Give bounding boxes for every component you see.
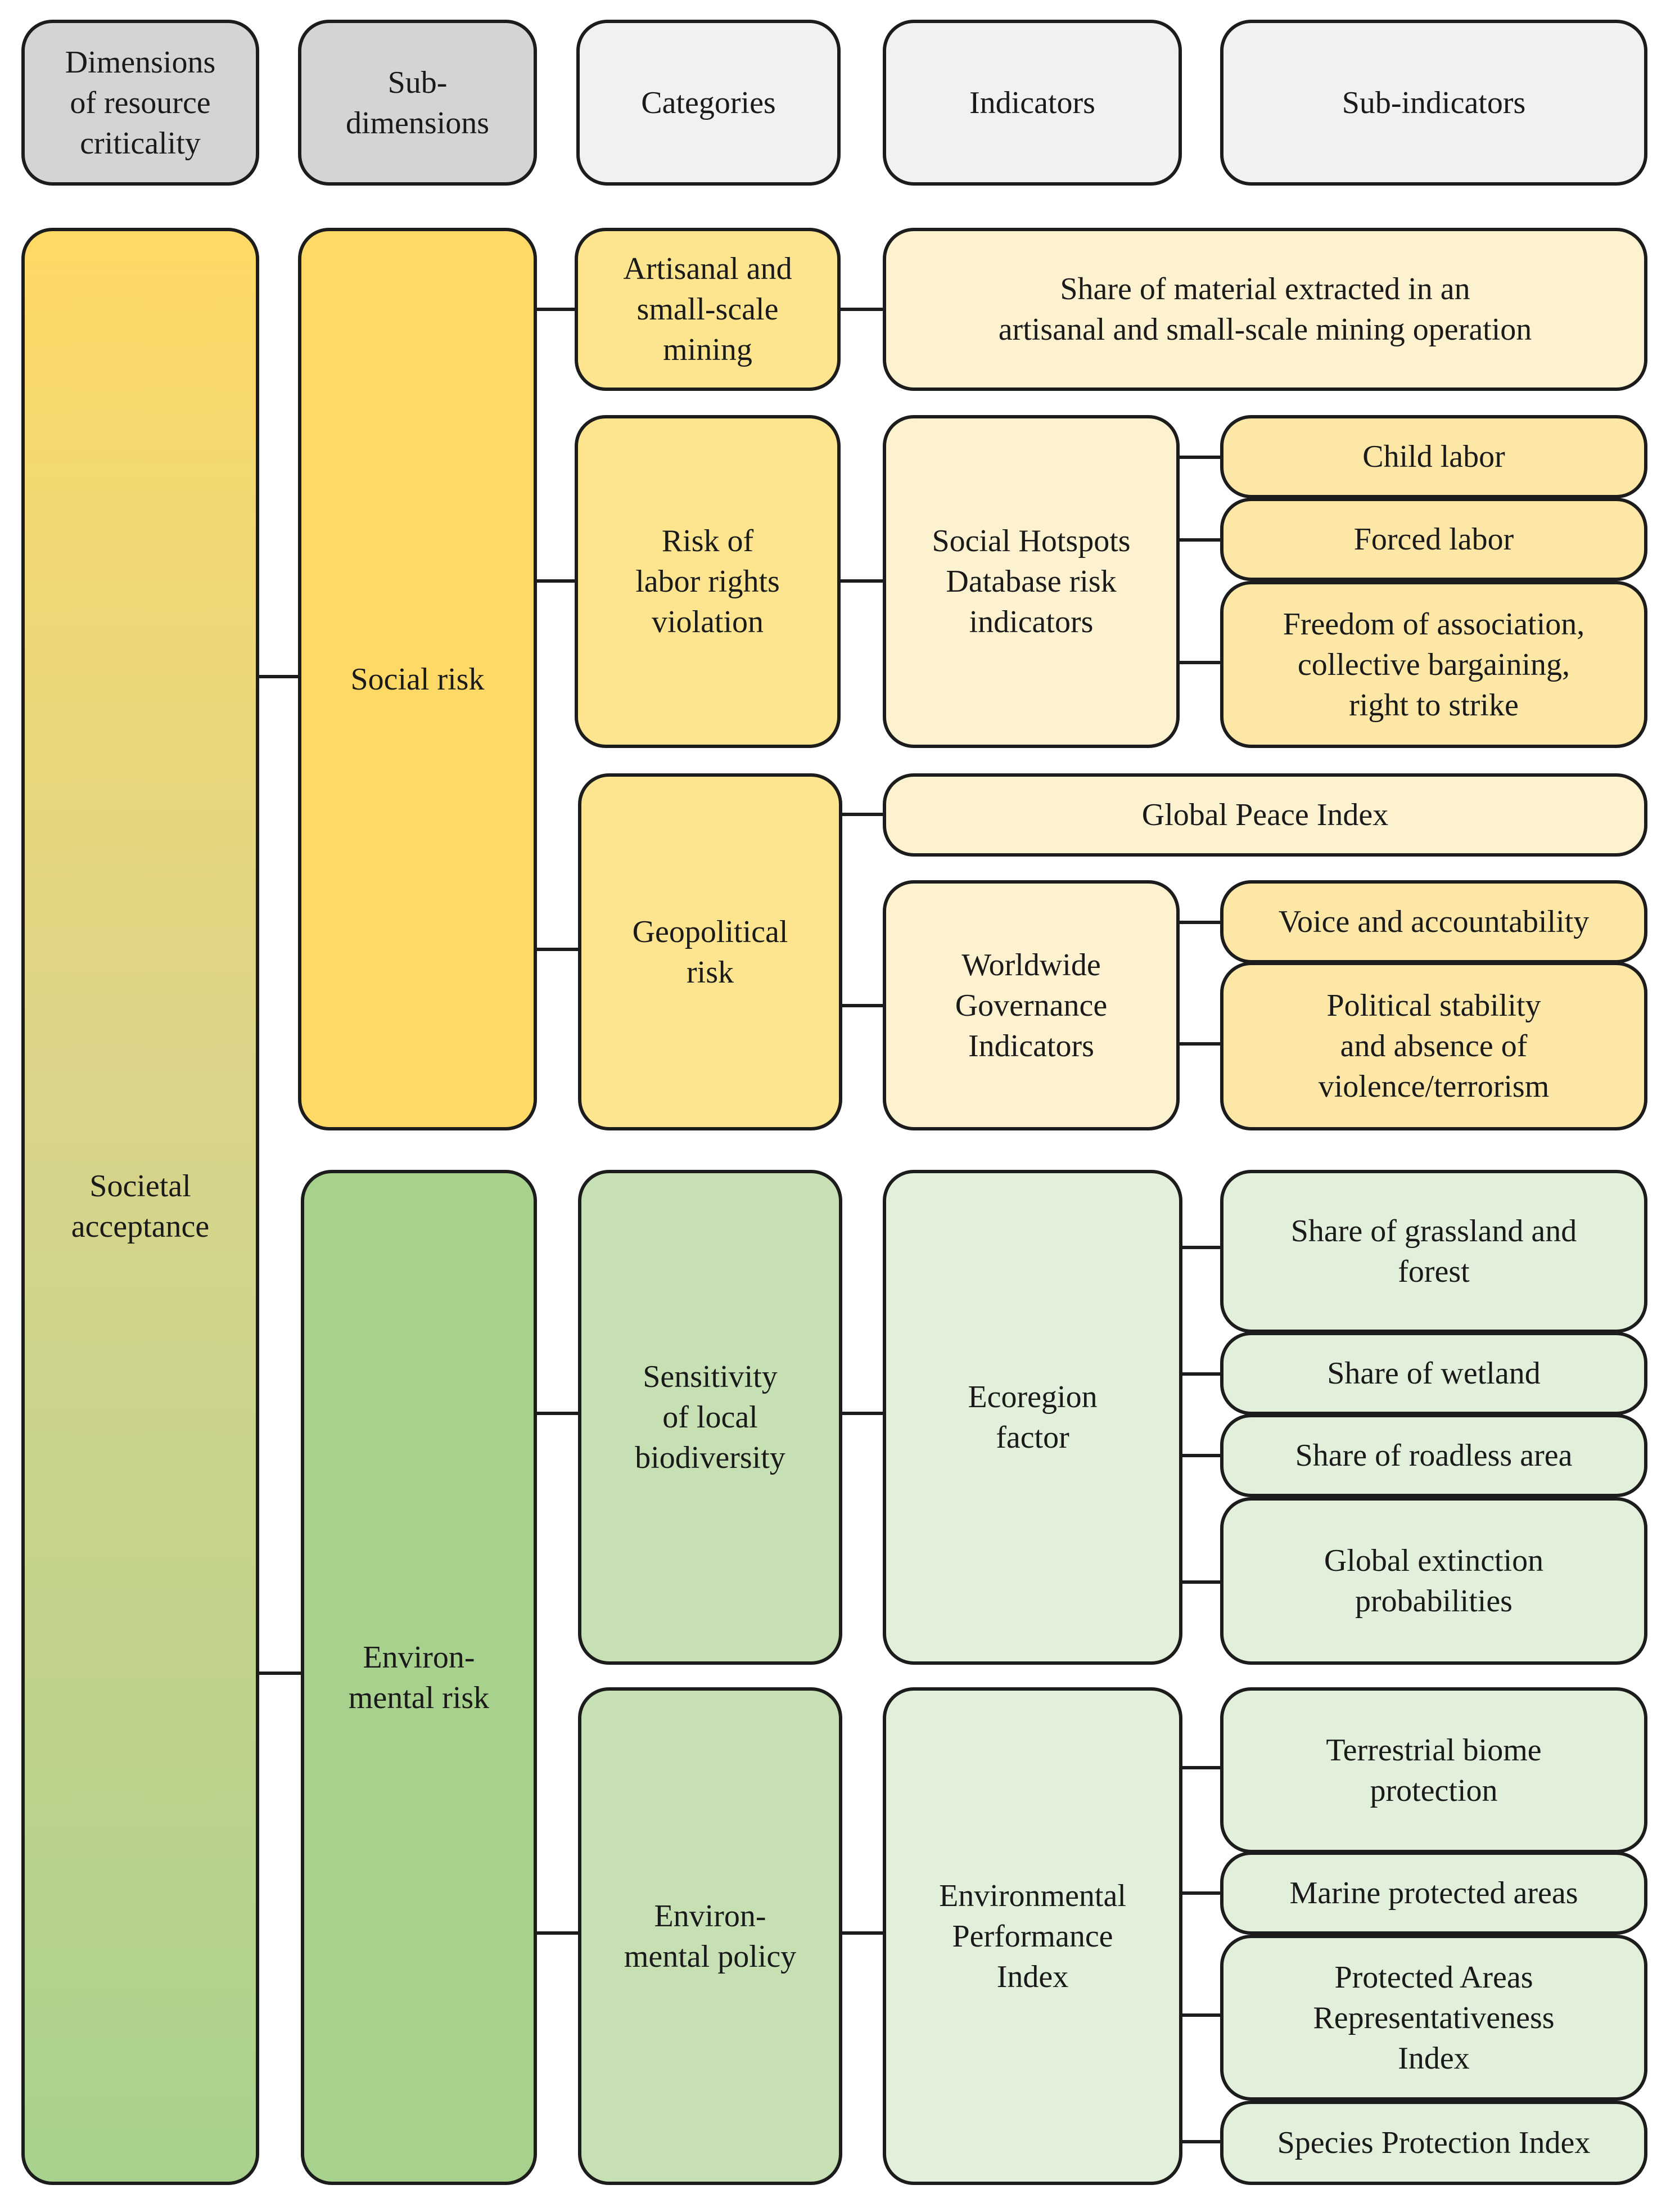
connector-line [1181,1891,1223,1895]
subindicator-political-stability: Political stability and absence of viole… [1220,962,1647,1130]
subindicator-voice-accountability: Voice and accountability [1220,880,1647,963]
connector-line [534,948,578,951]
subdimension-environmental-risk: Environ- mental risk [301,1170,537,2185]
connector-line [838,308,883,311]
subindicator-roadless-area: Share of roadless area [1220,1414,1647,1497]
connector-line [1181,2013,1223,2017]
subindicator-terrestrial-biome: Terrestrial biome protection [1220,1687,1647,1853]
indicator-ecoregion-factor: Ecoregion factor [883,1170,1182,1665]
header-sub-indicators: Sub-indicators [1220,20,1647,186]
connector-line [534,1931,578,1935]
connector-line [534,1412,578,1415]
connector-line [841,1931,883,1935]
connector-line [1178,538,1223,542]
connector-line [1181,1580,1223,1584]
indicator-environmental-performance-index: Environmental Performance Index [883,1687,1182,2185]
connector-line [1178,921,1223,924]
connector-line [1181,1372,1223,1376]
connector-line [1178,661,1223,664]
connector-line [841,813,883,816]
category-labor-rights: Risk of labor rights violation [575,415,841,748]
connector-line [1178,1042,1223,1046]
subindicator-protected-areas-representativeness: Protected Areas Representativeness Index [1220,1935,1647,2101]
subindicator-forced-labor: Forced labor [1220,498,1647,581]
subindicator-grassland-forest: Share of grassland and forest [1220,1170,1647,1333]
category-environmental-policy: Environ- mental policy [578,1687,842,2185]
connector-line [259,675,298,678]
subdimension-social-risk: Social risk [298,228,537,1130]
dimension-societal-acceptance: Societal acceptance [21,228,259,2185]
subindicator-child-labor: Child labor [1220,415,1647,498]
category-local-biodiversity: Sensitivity of local biodiversity [578,1170,842,1665]
connector-line [841,1412,883,1415]
category-artisanal-mining: Artisanal and small-scale mining [575,228,841,391]
indicator-social-hotspots: Social Hotspots Database risk indicators [883,415,1180,748]
header-indicators: Indicators [883,20,1182,186]
subindicator-marine-protected-areas: Marine protected areas [1220,1851,1647,1935]
indicator-global-peace-index: Global Peace Index [883,773,1647,857]
connector-line [1181,1766,1223,1769]
subindicator-freedom-of-association: Freedom of association, collective barga… [1220,581,1647,748]
header-sub-dimensions: Sub- dimensions [298,20,537,186]
connector-line [1181,1246,1223,1249]
subindicator-species-protection-index: Species Protection Index [1220,2101,1647,2185]
header-dimensions: Dimensions of resource criticality [21,20,259,186]
connector-line [259,1672,301,1675]
subindicator-wetland: Share of wetland [1220,1332,1647,1415]
connector-line [1178,456,1223,459]
connector-line [534,579,576,583]
connector-line [1181,1454,1223,1457]
indicator-worldwide-governance: Worldwide Governance Indicators [883,880,1180,1130]
indicator-asm-share: Share of material extracted in an artisa… [883,228,1647,391]
connector-line [1181,2140,1223,2143]
connector-line [534,308,576,311]
header-categories: Categories [576,20,841,186]
connector-line [841,1004,883,1007]
subindicator-extinction-probabilities: Global extinction probabilities [1220,1497,1647,1665]
category-geopolitical-risk: Geopolitical risk [578,773,842,1130]
connector-line [838,579,883,583]
